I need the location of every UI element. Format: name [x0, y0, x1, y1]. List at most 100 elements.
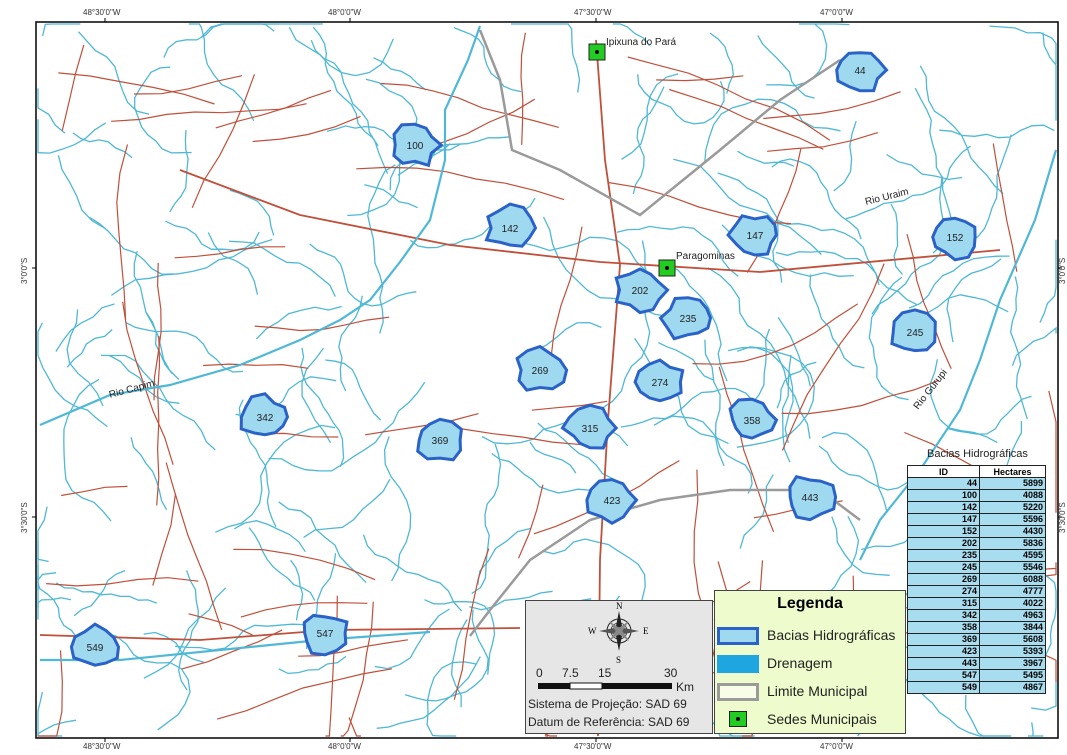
cell-hectares: 5393 — [979, 645, 1046, 658]
basin-label: 369 — [432, 436, 449, 447]
stream — [37, 597, 72, 620]
cell-id: 443 — [907, 657, 980, 670]
road — [61, 44, 85, 132]
road — [517, 484, 544, 559]
scale-tick-3: 30 — [664, 666, 678, 680]
basin-label: 443 — [802, 493, 819, 504]
stream — [736, 346, 815, 448]
stream — [620, 387, 766, 428]
basin-shape — [484, 202, 538, 248]
stream — [66, 309, 104, 407]
stream — [310, 39, 389, 174]
graticule-left-label: 3°30'0"S — [20, 502, 29, 533]
stream — [737, 150, 795, 167]
graticule-top-label: 48°0'0"W — [328, 8, 361, 17]
highway — [595, 39, 621, 737]
town-seat: Ipixuna do Pará — [588, 37, 676, 61]
stream — [426, 661, 477, 737]
compass-n: N — [616, 601, 623, 611]
legend-panel: Legenda Bacias Hidrográficas Drenagem Li… — [714, 590, 906, 734]
legend-item-drainage: Drenagem — [715, 653, 905, 675]
stream — [542, 216, 684, 318]
basin-label: 269 — [532, 366, 549, 377]
stream — [658, 342, 714, 381]
cell-id: 147 — [907, 513, 980, 526]
cell-id: 235 — [907, 549, 980, 562]
basin-label: 44 — [854, 66, 866, 77]
road — [174, 246, 286, 259]
stream — [727, 346, 794, 444]
stream — [134, 66, 192, 154]
stream — [529, 441, 577, 474]
graticule-right-label: 3°30'0"S — [1058, 502, 1067, 533]
cell-hectares: 5899 — [979, 477, 1046, 490]
basin-235: 235 — [658, 296, 713, 341]
stream — [178, 570, 199, 691]
basin-245: 245 — [890, 308, 937, 353]
basin-label: 315 — [582, 424, 599, 435]
basin-label: 342 — [257, 413, 274, 424]
cell-hectares: 5495 — [979, 669, 1046, 682]
stream — [100, 354, 216, 451]
stream — [200, 23, 280, 38]
projection-text: Sistema de Projeção: SAD 69 — [528, 697, 687, 711]
basin-label: 245 — [907, 328, 924, 339]
basin-269: 269 — [515, 344, 569, 392]
basin-shape — [931, 216, 977, 262]
road — [153, 262, 162, 401]
basin-342: 342 — [239, 392, 290, 437]
stream — [831, 516, 890, 576]
stream — [145, 312, 173, 375]
stream — [207, 232, 259, 295]
road — [453, 548, 490, 700]
stream — [612, 23, 651, 47]
stream — [717, 172, 783, 283]
stream — [188, 23, 255, 122]
basin-shape — [69, 622, 121, 667]
road — [60, 485, 128, 497]
stream — [886, 153, 963, 181]
road — [781, 379, 940, 415]
stream — [919, 65, 1004, 195]
legend-item-seats: Sedes Municipais — [715, 709, 905, 731]
stream — [775, 250, 880, 286]
road — [116, 144, 129, 320]
basin-label: 358 — [744, 416, 761, 427]
basin-shape — [560, 403, 619, 450]
highway — [39, 627, 521, 641]
cell-id: 549 — [907, 681, 980, 694]
basin-shape — [728, 397, 779, 440]
road — [188, 613, 253, 636]
stream — [37, 88, 66, 134]
road — [1048, 390, 1057, 513]
stream — [215, 424, 336, 533]
road — [550, 226, 583, 360]
road — [356, 166, 565, 201]
basin-147: 147 — [726, 214, 778, 257]
stream — [868, 276, 909, 401]
stream — [632, 86, 665, 195]
stream — [775, 219, 918, 306]
scale-tick-2: 15 — [598, 666, 612, 680]
table-header-id: ID — [907, 465, 980, 478]
basin-label: 100 — [407, 141, 424, 152]
stream — [616, 225, 739, 277]
stream — [55, 303, 115, 352]
stream — [268, 381, 426, 472]
basin-369: 369 — [416, 417, 463, 462]
cell-hectares: 5836 — [979, 537, 1046, 550]
scale-tick-1: 7.5 — [562, 666, 579, 680]
road — [531, 400, 608, 411]
stream — [707, 267, 811, 439]
basin-label: 142 — [502, 224, 519, 235]
cell-hectares: 6088 — [979, 573, 1046, 586]
stream — [37, 565, 57, 591]
basin-549: 549 — [69, 622, 121, 667]
compass-s: S — [616, 655, 621, 665]
stream — [175, 623, 306, 651]
road — [111, 103, 307, 122]
